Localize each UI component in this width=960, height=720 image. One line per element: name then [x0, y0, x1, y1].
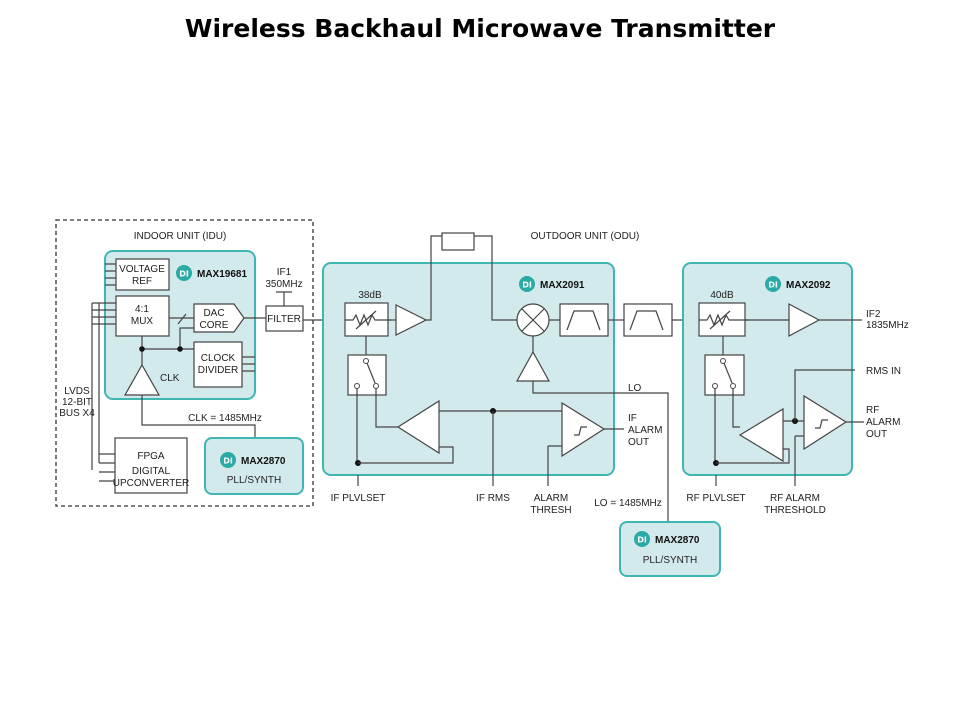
- fpga-label: FPGA: [137, 451, 165, 462]
- mux-label: 4:1: [135, 304, 149, 315]
- if1-label: IF1: [277, 267, 292, 278]
- idu-label: INDOOR UNIT (IDU): [134, 231, 227, 242]
- rf-plvlset-label: RF PLVLSET: [686, 493, 745, 504]
- odu-pll-chip: [619, 521, 721, 577]
- mux-label: MUX: [131, 316, 154, 327]
- filter-block: [265, 305, 304, 332]
- maxim-logo-icon: DI: [634, 531, 650, 547]
- max2092-label: MAX2092: [786, 280, 831, 291]
- mux-block: [115, 295, 170, 337]
- atten1-label: 38dB: [358, 290, 382, 301]
- page-title: Wireless Backhaul Microwave Transmitter: [184, 14, 776, 43]
- fpga-label: DIGITAL: [132, 466, 171, 477]
- odu-label: OUTDOOR UNIT (ODU): [531, 231, 640, 242]
- maxim-logo-icon: DI: [765, 276, 781, 292]
- bandpass-filter: [559, 303, 609, 337]
- voltage-ref-label: REF: [132, 276, 152, 287]
- bandpass-icon: [566, 310, 601, 331]
- max2091-label: MAX2091: [540, 280, 585, 291]
- rf-detector-amp: [738, 407, 784, 463]
- idu-boundary: [55, 219, 314, 507]
- odu-pll-label: PLL/SYNTH: [643, 555, 697, 566]
- amplifier-icon: [395, 304, 428, 336]
- svg-text:DI: DI: [637, 536, 647, 545]
- atten2-label: 40dB: [710, 290, 734, 301]
- maxim-logo-icon: DI: [220, 452, 236, 468]
- idu-pll-chip-label: MAX2870: [241, 456, 286, 467]
- svg-text:DI: DI: [223, 457, 233, 466]
- alarm-thresh-label: THRESH: [530, 505, 571, 516]
- rf-alarm-out-label: ALARM: [866, 417, 900, 428]
- maxim-logo-icon: DI: [519, 276, 535, 292]
- if2-label: 1835MHz: [866, 320, 909, 331]
- lo-label: LO: [628, 383, 642, 394]
- odu-pll-chip-label: MAX2870: [655, 535, 700, 546]
- if-alarm-out-label: OUT: [628, 437, 649, 448]
- idu-pll-label: PLL/SYNTH: [227, 475, 281, 486]
- maxim-logo-icon: DI: [176, 265, 192, 281]
- variable-resistor-icon: [699, 310, 749, 330]
- if-plvlset-label: IF PLVLSET: [331, 493, 386, 504]
- rf-alarm-out-label: RF: [866, 405, 879, 416]
- variable-resistor-icon: [345, 310, 391, 330]
- if-rms-label: IF RMS: [476, 493, 510, 504]
- alarm-thresh-label: ALARM: [534, 493, 568, 504]
- clk-freq-label: CLK = 1485MHz: [188, 413, 262, 424]
- if-alarm-out-label: IF: [628, 413, 637, 424]
- dac-label: CORE: [200, 320, 229, 331]
- idu-pll-chip: [204, 437, 304, 495]
- switch-block-2: [704, 354, 745, 396]
- dac-label: DAC: [203, 308, 224, 319]
- voltage-ref-label: VOLTAGE: [119, 264, 165, 275]
- mixer-icon: [516, 303, 550, 337]
- hysteresis-icon: [574, 426, 587, 436]
- if1-label: 350MHz: [265, 279, 302, 290]
- filter-label: FILTER: [267, 314, 301, 325]
- clock-divider-label: CLOCK: [201, 353, 236, 364]
- rf-alarm-threshold-label: THRESHOLD: [764, 505, 826, 516]
- amplifier-icon: [788, 303, 821, 337]
- rf-alarm-out-label: OUT: [866, 429, 887, 440]
- bandpass-filter-2: [623, 303, 673, 337]
- clk-label: CLK: [160, 373, 180, 384]
- lvds-label: BUS X4: [59, 408, 95, 419]
- fpga-label: UPCONVERTER: [113, 478, 190, 489]
- if-alarm-out-label: ALARM: [628, 425, 662, 436]
- clock-divider-label: DIVIDER: [198, 365, 239, 376]
- if2-label: IF2: [866, 309, 881, 320]
- svg-text:DI: DI: [522, 281, 532, 290]
- voltage-ref-block: [115, 258, 170, 291]
- lvds-label: LVDS: [64, 386, 90, 397]
- lo-freq-label: LO = 1485MHz: [594, 498, 662, 509]
- dac-core-block: [193, 303, 245, 333]
- rf-comparator: [803, 394, 848, 451]
- bandpass-icon: [629, 310, 664, 331]
- external-filter: [441, 232, 475, 251]
- lvds-label: 12-BIT: [62, 397, 92, 408]
- detector-amp: [396, 399, 440, 455]
- max19681-label: MAX19681: [197, 269, 247, 280]
- rms-in-label: RMS IN: [866, 366, 901, 377]
- svg-text:DI: DI: [179, 270, 189, 279]
- fpga-block: [114, 437, 188, 494]
- rf-alarm-threshold-label: RF ALARM: [770, 493, 820, 504]
- if-comparator: [561, 401, 606, 458]
- svg-text:DI: DI: [768, 281, 778, 290]
- hysteresis-icon: [815, 419, 828, 429]
